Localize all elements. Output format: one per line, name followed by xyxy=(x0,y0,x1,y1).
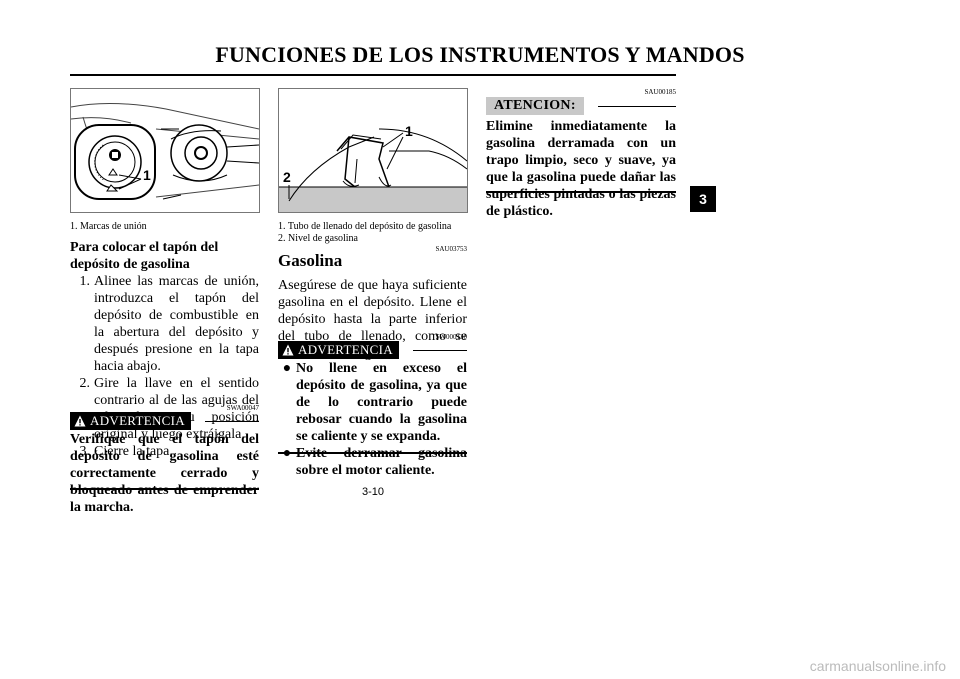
atencion-text: Elimine inmediatamente la gasolina derra… xyxy=(486,119,676,219)
step-number: 2. xyxy=(79,376,91,391)
warning-label-text: ADVERTENCIA xyxy=(90,413,185,428)
page-number: 3-10 xyxy=(362,486,385,498)
bullet-icon: ● xyxy=(282,446,292,461)
left-warning-code: SWA00047 xyxy=(226,404,259,412)
fuel-tank-illustration xyxy=(279,128,467,212)
fuel-level-figure: 1 2 xyxy=(278,88,468,213)
middle-warning-bar: ADVERTENCIA xyxy=(278,339,467,361)
chapter-tab[interactable]: 3 xyxy=(690,186,716,212)
fuel-cap-callout: 1 xyxy=(143,167,151,183)
gasolina-section-code: SAU03753 xyxy=(435,245,467,253)
middle-warning-bullets: ● No llene en exceso el depósito de gasol… xyxy=(278,360,467,479)
bullet-text: No llene en exceso el depósito de gasoli… xyxy=(296,361,467,444)
warning-triangle-icon xyxy=(282,344,294,356)
bullet-text: Evite derramar gasolina sobre el motor c… xyxy=(296,446,467,478)
warning-rule xyxy=(412,349,467,351)
atencion-end-rule xyxy=(486,191,676,193)
step-number: 3. xyxy=(79,444,91,459)
fuel-cap-illustration xyxy=(71,102,259,200)
fuel-cap-caption: 1. Marcas de unión xyxy=(70,221,147,232)
caption-line: 2. Nivel de gasolina xyxy=(278,233,358,244)
atencion-label: ATENCION: xyxy=(486,97,584,115)
list-item: ● No llene en exceso el depósito de gasol… xyxy=(278,360,467,445)
warning-label-text: ADVERTENCIA xyxy=(298,342,393,357)
left-warning-end-rule xyxy=(70,488,259,490)
caption-line: 1. Tubo de llenado del depósito de gasol… xyxy=(278,221,452,232)
fuel-cap-heading: Para colocar el tapón del depósito de ga… xyxy=(70,240,219,272)
fuel-level-captions: 1. Tubo de llenado del depósito de gasol… xyxy=(278,221,468,245)
gasolina-body-text: Asegúrese de que haya suficiente gasolin… xyxy=(278,278,467,361)
step-text: Cierre la tapa. xyxy=(94,444,173,459)
left-warning-bar: ADVERTENCIA xyxy=(70,410,259,432)
atencion-bar: ATENCION: xyxy=(486,96,676,116)
warning-rule xyxy=(204,420,259,422)
bullet-icon: ● xyxy=(282,361,292,376)
list-item: ● Evite derramar gasolina sobre el motor … xyxy=(278,445,467,479)
warning-triangle-icon xyxy=(74,415,86,427)
page-header: FUNCIONES DE LOS INSTRUMENTOS Y MANDOS xyxy=(215,42,745,67)
atencion-code: SAU00185 xyxy=(644,88,676,96)
list-item: 1.Alinee las marcas de unión, introduzca… xyxy=(70,273,260,375)
watermark: carmanualsonline.info xyxy=(809,658,946,674)
fuel-level-callout: 2 xyxy=(283,169,291,185)
filler-tube-callout: 1 xyxy=(405,123,413,139)
middle-warning-end-rule xyxy=(278,452,467,454)
middle-warning-code: SW000130 xyxy=(435,333,468,341)
warning-label: ADVERTENCIA xyxy=(70,412,191,430)
fuel-cap-figure: 1 xyxy=(70,88,260,213)
atencion-rule xyxy=(597,105,676,107)
step-number: 1. xyxy=(79,274,91,289)
step-text: Alinee las marcas de unión, introduzca e… xyxy=(94,274,259,374)
list-item: 3.Cierre la tapa. xyxy=(70,443,259,460)
left-warning-text: Verifique que el tapón del depósito de g… xyxy=(70,432,259,515)
warning-label: ADVERTENCIA xyxy=(278,341,399,359)
header-rule xyxy=(70,74,676,76)
gasolina-section-title: Gasolina xyxy=(278,251,343,270)
